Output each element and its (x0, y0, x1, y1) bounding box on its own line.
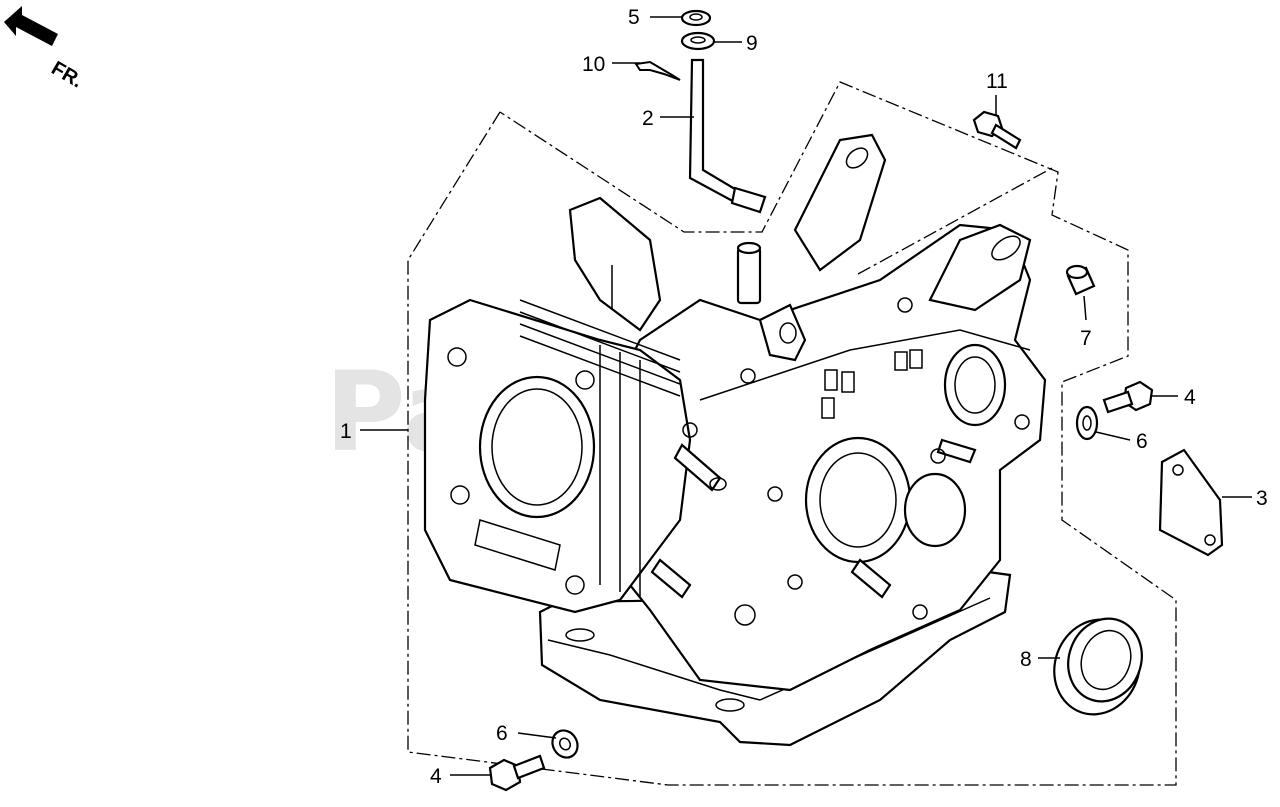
callout-2: 2 (642, 107, 654, 130)
callout-6-upper: 6 (1136, 430, 1148, 453)
callout-7: 7 (1080, 327, 1092, 350)
part-6-washer-upper (1075, 405, 1099, 441)
assembly-boundary (407, 81, 1177, 786)
callout-1: 1 (340, 420, 352, 443)
callout-6-lower: 6 (496, 722, 508, 745)
callout-4-upper: 4 (1184, 386, 1196, 409)
callout-8: 8 (1020, 648, 1032, 671)
part-7-dowel-pin (1065, 264, 1096, 296)
part-10-clip (634, 60, 681, 81)
part-2-filler-tube (688, 58, 767, 214)
part-8-oil-seal (1053, 617, 1143, 716)
part-11-bolt (972, 110, 1022, 150)
direction-label: FR. (48, 57, 87, 92)
callout-10: 10 (582, 53, 605, 76)
crankcase-drawing (423, 133, 1047, 747)
callout-9: 9 (746, 32, 758, 55)
part-4-bolt-upper (1102, 380, 1154, 414)
front-direction-arrow-icon: FR. (4, 6, 86, 92)
part-5-washer (680, 9, 712, 27)
part-3-cover-plate (1158, 448, 1224, 557)
part-9-washer (680, 31, 716, 51)
callout-3: 3 (1256, 487, 1268, 510)
callout-labels: 5 9 10 2 11 7 4 6 3 1 8 6 4 (340, 6, 1268, 788)
part-6-washer-lower (551, 729, 579, 759)
callout-4-lower: 4 (430, 765, 442, 788)
callout-5-upper: 5 (628, 6, 640, 29)
callout-11: 11 (986, 70, 1008, 93)
part-4-bolt-lower (488, 754, 546, 792)
leader-lines (360, 16, 1252, 776)
